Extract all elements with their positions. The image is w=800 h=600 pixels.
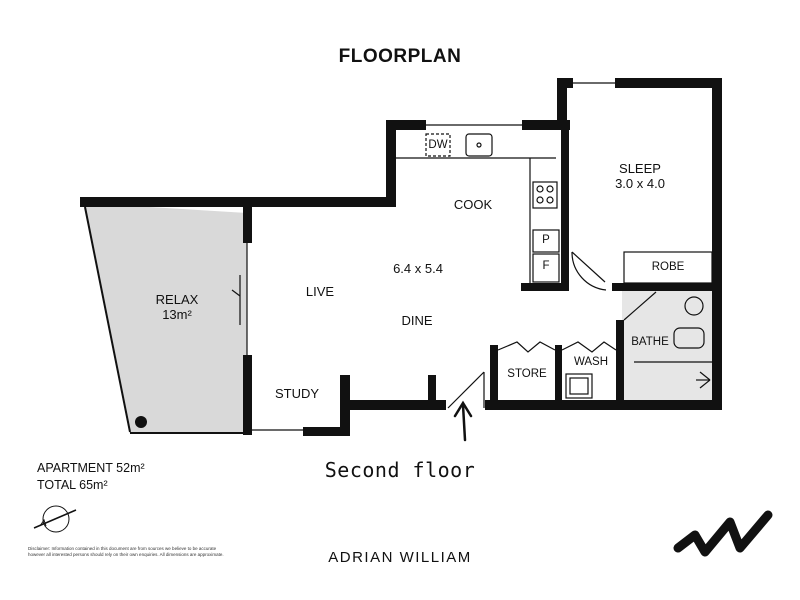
entry-arrow-icon (453, 400, 473, 442)
relax-label: RELAX 13m² (145, 292, 209, 322)
store-label: STORE (507, 368, 547, 380)
dishwasher-icon (425, 133, 451, 157)
live-label: LIVE (305, 284, 335, 299)
laundry-tub-icon (565, 373, 593, 399)
relax-name: RELAX (155, 292, 199, 307)
brand-name: ADRIAN WILLIAM (328, 549, 472, 566)
page-title: FLOORPLAN (338, 46, 462, 67)
relax-area-fill (83, 203, 247, 434)
dw-label: DW (428, 139, 448, 151)
fixtures (231, 82, 713, 431)
balcony-marker (135, 416, 147, 428)
fridge-label: F (542, 260, 550, 272)
brand-logo (673, 510, 773, 557)
bathe-area-fill (622, 288, 714, 404)
sleep-size: 3.0 x 4.0 (615, 176, 665, 191)
basin-icon (684, 296, 704, 316)
pantry-label: P (542, 234, 550, 246)
sleep-label: SLEEP 3.0 x 4.0 (600, 161, 680, 191)
sleep-name: SLEEP (619, 161, 661, 176)
wash-label: WASH (573, 356, 609, 368)
dine-label: DINE (401, 313, 433, 328)
disclaimer-text: Disclaimer: Information contained in thi… (28, 546, 224, 557)
sink-icon (465, 133, 493, 157)
robe-label: ROBE (651, 261, 685, 273)
walls (80, 78, 722, 436)
cook-label: COOK (453, 197, 493, 212)
compass-icon (33, 505, 77, 533)
area-summary: APARTMENT 52m² TOTAL 65m² (37, 460, 145, 494)
floor-note: Second floor (324, 458, 476, 482)
main-dims-label: 6.4 x 5.4 (393, 261, 443, 276)
toilet-icon (673, 327, 705, 349)
relax-size: 13m² (162, 307, 192, 322)
cooktop-icon (532, 181, 558, 209)
study-label: STUDY (274, 386, 320, 401)
total-area: TOTAL 65m² (37, 478, 108, 492)
apartment-area: APARTMENT 52m² (37, 461, 145, 475)
bathe-label: BATHE (631, 336, 669, 348)
